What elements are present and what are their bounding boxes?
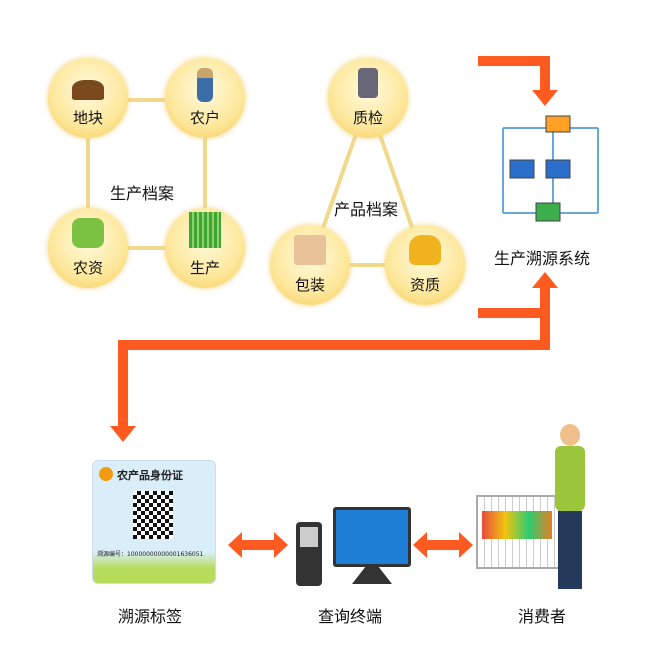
system-label: 生产溯源系统: [494, 249, 591, 268]
consumer-label: 消费者: [518, 607, 567, 626]
card-logo-icon: [99, 467, 113, 481]
terminal-label: 查询终端: [318, 607, 383, 626]
node-qualification: 资质: [385, 225, 465, 305]
trace-label-card: 农产品身份证 溯源编号：10000000000001636051: [92, 460, 216, 584]
arrow: [478, 56, 550, 66]
farmer-icon: [197, 68, 213, 102]
connector: [203, 100, 207, 248]
shopping-cart-icon: [476, 495, 560, 569]
computer-network-icon: [502, 115, 599, 222]
connector: [86, 100, 90, 248]
watering-can-icon: [72, 218, 104, 248]
soil-icon: [72, 80, 104, 100]
phone-icon: [296, 522, 322, 586]
microscope-icon: [358, 68, 378, 98]
node-agri-supplies: 农资: [48, 208, 128, 288]
arrow: [540, 285, 550, 318]
double-arrow-icon: [228, 532, 288, 558]
arrow: [540, 56, 550, 92]
card-title: 农产品身份证: [117, 469, 183, 482]
arrow-head-up-icon: [532, 272, 558, 288]
double-arrow-icon: [413, 532, 473, 558]
arrow-head-down-icon: [110, 426, 136, 442]
box-icon: [294, 235, 326, 265]
node-packaging: 包装: [270, 225, 350, 305]
arrow: [118, 340, 550, 350]
qr-code-icon: [133, 491, 173, 539]
connector: [88, 98, 206, 102]
node-plot: 地块: [48, 58, 128, 138]
connector: [88, 246, 206, 250]
card-code: 溯源编号：10000000000001636051: [97, 551, 204, 558]
production-archive-title: 生产档案: [110, 184, 175, 203]
trace-label-title: 溯源标签: [118, 607, 183, 626]
monitor-icon: [333, 507, 411, 567]
arrow-head-down-icon: [532, 90, 558, 106]
consumer-person-icon: [555, 424, 585, 589]
product-archive-title: 产品档案: [334, 200, 399, 219]
node-inspection: 质检: [328, 58, 408, 138]
arrow: [118, 340, 128, 428]
node-production: 生产: [165, 208, 245, 288]
trophy-icon: [409, 235, 441, 265]
arrow: [540, 318, 550, 350]
arrow: [478, 308, 550, 318]
grass-icon: [189, 212, 221, 248]
node-farmer: 农户: [165, 58, 245, 138]
